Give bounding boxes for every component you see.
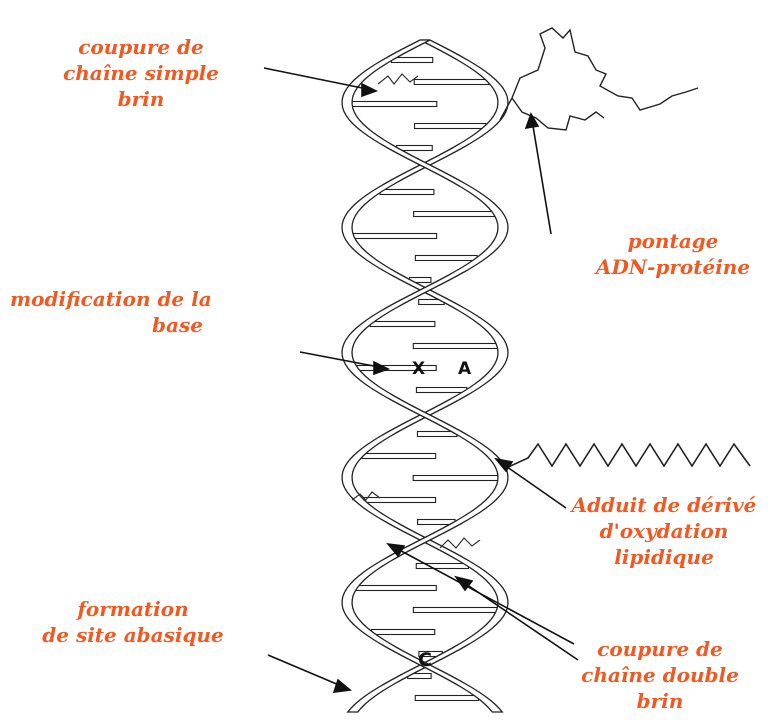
base-pair-rung bbox=[371, 630, 434, 635]
base-letter-modified: X bbox=[412, 359, 425, 379]
base-pairs bbox=[351, 58, 499, 701]
base-pair-rung bbox=[414, 80, 489, 85]
label-single-strand-break: coupure de chaîne simple brin bbox=[52, 34, 230, 112]
base-pair-rung bbox=[414, 212, 495, 217]
base-pair-rung bbox=[391, 58, 432, 63]
label-line: brin bbox=[570, 688, 750, 714]
label-line: coupure de bbox=[52, 34, 230, 60]
base-pair-rung bbox=[380, 190, 434, 195]
single-strand-break-mark bbox=[378, 74, 418, 84]
label-line: formation bbox=[8, 596, 258, 622]
label-line: brin bbox=[52, 86, 230, 112]
label-abasic-site: formation de site abasique bbox=[8, 596, 258, 648]
label-line: coupure de bbox=[570, 636, 750, 662]
base-pair-rung bbox=[418, 520, 456, 525]
label-line: lipidique bbox=[556, 544, 772, 570]
label-line: base bbox=[10, 312, 212, 338]
base-letter-cytosine: C bbox=[418, 649, 432, 671]
base-pair-rung bbox=[415, 696, 478, 701]
base-pair-rung bbox=[351, 102, 437, 107]
base-pair-rung bbox=[415, 124, 486, 129]
label-line: chaîne double bbox=[570, 662, 750, 688]
label-double-strand-break: coupure de chaîne double brin bbox=[570, 636, 750, 714]
label-line: Adduit de dérivé bbox=[556, 492, 772, 518]
label-dna-protein-crosslink: pontage ADN-protéine bbox=[584, 228, 762, 280]
label-line: modification de la bbox=[10, 286, 212, 312]
label-line: d'oxydation bbox=[556, 518, 772, 544]
protein-shape bbox=[512, 28, 698, 130]
label-line: chaîne simple bbox=[52, 60, 230, 86]
base-pair-rung bbox=[370, 322, 435, 327]
base-pair-rung bbox=[413, 344, 498, 349]
label-line: ADN-protéine bbox=[584, 254, 762, 280]
base-pair-rung bbox=[415, 256, 477, 261]
label-base-modification: modification de la base bbox=[10, 286, 212, 338]
label-line: pontage bbox=[584, 228, 762, 254]
base-pair-rung bbox=[416, 388, 466, 393]
base-pair-rung bbox=[362, 454, 436, 459]
double-strand-break-mark bbox=[440, 538, 480, 548]
label-lipid-adduct: Adduit de dérivé d'oxydation lipidique bbox=[556, 492, 772, 570]
arrow-crosslink bbox=[532, 120, 551, 234]
arrow-double-strand-2 bbox=[460, 580, 578, 660]
base-pair-rung bbox=[363, 498, 435, 503]
base-pair-rung bbox=[416, 564, 468, 569]
arrow-abasic bbox=[268, 655, 346, 688]
base-pair-rung bbox=[413, 476, 499, 481]
base-pair-rung bbox=[356, 586, 436, 591]
base-pair-rung bbox=[417, 432, 456, 437]
base-pair-rung bbox=[413, 608, 497, 613]
base-pair-rung bbox=[353, 234, 437, 239]
label-line: de site abasique bbox=[8, 622, 258, 648]
base-letter-adenine: A bbox=[458, 359, 472, 379]
lipid-chain-zigzag bbox=[506, 444, 750, 468]
